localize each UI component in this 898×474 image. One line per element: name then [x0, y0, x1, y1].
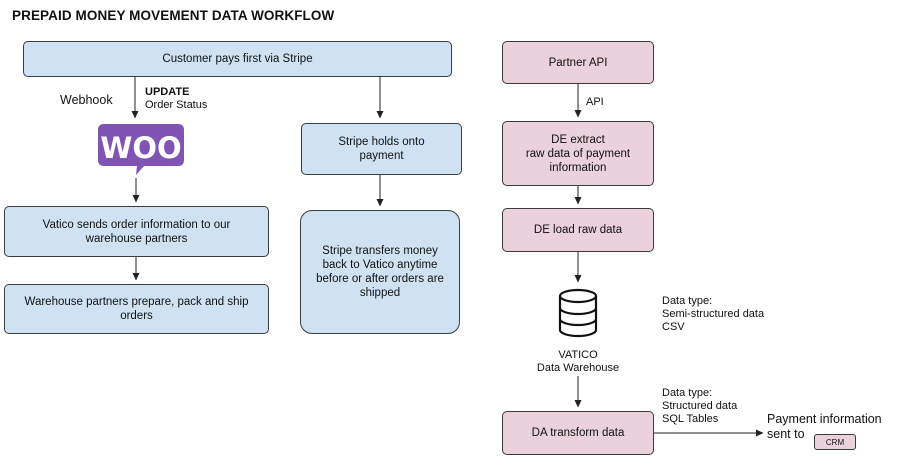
- datatype1-line2: Semi-structured data: [662, 308, 765, 320]
- crm-label: CRM: [825, 437, 845, 447]
- stripe-transfers-label: Stripe transfers money back to Vatico an…: [316, 245, 444, 299]
- api-label: API: [586, 96, 604, 108]
- de-extract-line2: raw data of payment: [525, 147, 631, 160]
- da-transform-label: DA transform data: [531, 427, 625, 439]
- de-extract-box: DE extract raw data of payment informati…: [502, 121, 654, 186]
- de-extract-line1: DE extract: [551, 133, 605, 146]
- datatype2-line1: Data type:: [662, 387, 713, 399]
- partner-api-box: Partner API: [502, 41, 654, 84]
- database-icon: [558, 288, 598, 338]
- vatico-sends-box: Vatico sends order information to our wa…: [4, 206, 269, 257]
- payment-info-line1: Payment information: [767, 412, 882, 426]
- customer-pays-label: Customer pays first via Stripe: [162, 53, 313, 65]
- update-label: UPDATE: [145, 86, 190, 98]
- vatico-warehouse-line1: VATICO: [558, 349, 598, 361]
- datatype-semistructured: Data type: Semi-structured data CSV: [662, 295, 764, 334]
- woo-logo-text: WOO: [100, 131, 181, 165]
- de-load-label: DE load raw data: [533, 224, 623, 236]
- partner-api-label: Partner API: [548, 56, 608, 69]
- woocommerce-logo-icon: WOO: [98, 124, 184, 175]
- stripe-holds-box: Stripe holds onto payment: [301, 123, 462, 175]
- payment-info-line2: sent to: [767, 427, 805, 441]
- order-status-label: Order Status: [145, 99, 208, 111]
- vatico-sends-label: Vatico sends order information to our wa…: [42, 218, 231, 245]
- vatico-warehouse-label: VATICO Data Warehouse: [520, 349, 636, 375]
- de-load-box: DE load raw data: [502, 208, 654, 252]
- vatico-warehouse-line2: Data Warehouse: [536, 362, 620, 374]
- customer-pays-box: Customer pays first via Stripe: [23, 41, 452, 77]
- crm-box: CRM: [814, 434, 856, 450]
- de-extract-line3: information: [549, 161, 607, 174]
- datatype-structured: Data type: Structured data SQL Tables: [662, 387, 737, 426]
- stripe-transfers-box: Stripe transfers money back to Vatico an…: [300, 210, 460, 334]
- datatype2-line2: Structured data: [662, 400, 738, 412]
- warehouse-prepare-label: Warehouse partners prepare, pack and shi…: [24, 296, 249, 322]
- payment-info-label: Payment information sent to: [767, 412, 882, 442]
- datatype1-line1: Data type:: [662, 295, 713, 307]
- datatype1-line3: CSV: [662, 321, 685, 333]
- stripe-holds-label: Stripe holds onto payment: [338, 136, 425, 162]
- warehouse-prepare-box: Warehouse partners prepare, pack and shi…: [4, 284, 269, 334]
- da-transform-box: DA transform data: [502, 411, 654, 455]
- datatype2-line3: SQL Tables: [662, 413, 719, 425]
- webhook-label: Webhook: [60, 93, 113, 107]
- page-title: PREPAID MONEY MOVEMENT DATA WORKFLOW: [12, 8, 335, 23]
